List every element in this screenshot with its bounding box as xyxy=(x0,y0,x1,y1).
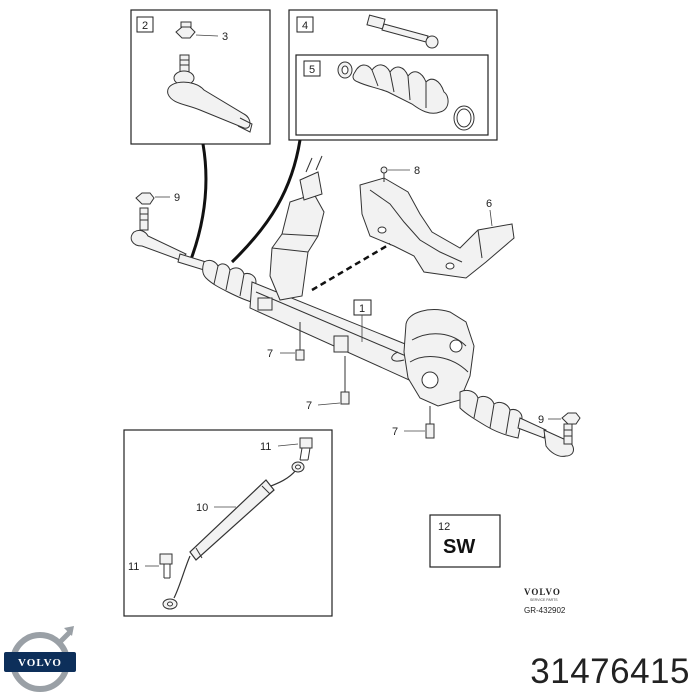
callout-6: 6 xyxy=(486,198,492,210)
part-number: 31476415 xyxy=(530,652,690,691)
callout-3: 3 xyxy=(222,31,228,43)
detail-box-2: 2 3 xyxy=(130,9,271,145)
detail-box-cable: 11 10 11 xyxy=(123,429,333,617)
nut-9-right-part xyxy=(561,412,581,425)
callout-7-a: 7 xyxy=(267,348,273,360)
callout-2: 2 xyxy=(142,20,148,32)
callout-4: 4 xyxy=(302,20,308,32)
software-box: 12 SW xyxy=(429,514,501,568)
callout-8: 8 xyxy=(414,165,420,177)
bolt-8-part xyxy=(380,166,388,174)
clamp-part xyxy=(337,61,353,79)
nut-9-left-part xyxy=(135,192,155,205)
callout-box-1 xyxy=(353,299,372,316)
ground-cable-part xyxy=(162,461,305,610)
callout-12: 12 xyxy=(438,521,450,533)
callout-9-left: 9 xyxy=(174,192,180,204)
callout-box-4 xyxy=(296,16,314,33)
bolt-7a-part xyxy=(280,322,305,361)
callout-box-5 xyxy=(303,60,321,77)
callout-1: 1 xyxy=(359,303,365,315)
callout-10: 10 xyxy=(196,502,208,514)
callout-11-top: 11 xyxy=(260,441,271,453)
bolt-11-top-part xyxy=(299,437,313,461)
callout-7-c: 7 xyxy=(392,426,398,438)
detail-box-4: 4 5 xyxy=(288,9,498,141)
inner-tie-rod-part xyxy=(366,14,439,49)
brand-subtitle: SERVICE PARTS xyxy=(530,598,558,602)
callout-9-right: 9 xyxy=(538,414,544,426)
volvo-logo: VOLVO xyxy=(4,626,76,692)
steering-rack-part xyxy=(130,155,574,457)
logo-text: VOLVO xyxy=(18,657,62,669)
diagram-reference: GR-432902 xyxy=(524,606,566,615)
bolt-7b-part xyxy=(317,356,350,406)
callout-5: 5 xyxy=(309,64,315,76)
brand-name: VOLVO xyxy=(524,587,561,597)
callout-box-2 xyxy=(136,16,154,33)
callout-11-bottom: 11 xyxy=(128,561,139,573)
sw-label: SW xyxy=(443,536,475,558)
tie-rod-end-part xyxy=(167,54,253,133)
steering-boot-part xyxy=(352,64,449,114)
nut-part xyxy=(175,21,196,39)
o-ring-part xyxy=(453,105,475,131)
callout-7-b: 7 xyxy=(306,400,312,412)
bolt-7c-part xyxy=(404,406,435,439)
bolt-11-bottom-part xyxy=(159,553,173,579)
heat-shield-part xyxy=(359,177,515,279)
